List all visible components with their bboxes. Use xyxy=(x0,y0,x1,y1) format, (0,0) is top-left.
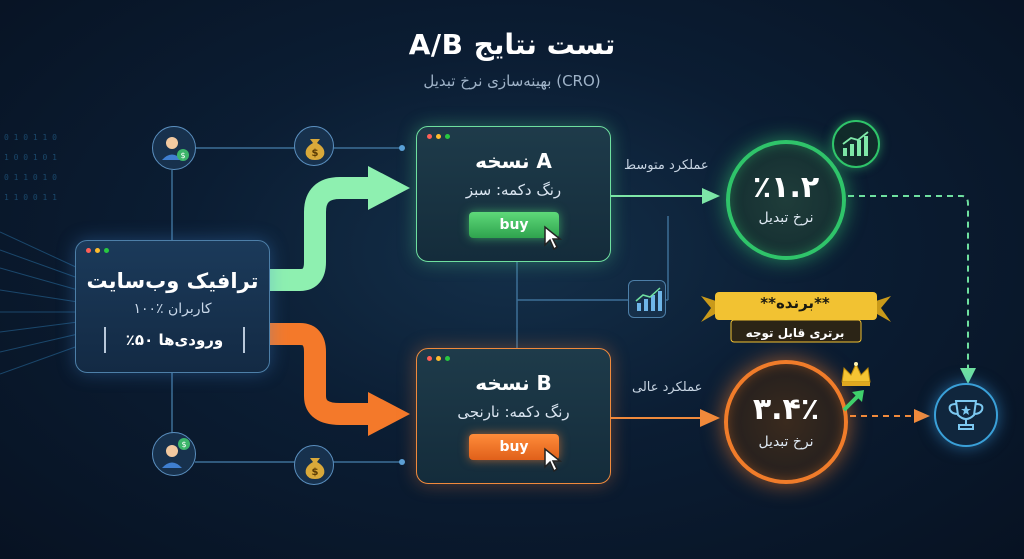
variant-b-rate-circle: ۳.۴٪ نرخ تبدیل xyxy=(724,360,848,484)
window-dots xyxy=(427,356,450,361)
cursor-icon xyxy=(544,447,563,473)
variant-a-title: نسخه A xyxy=(475,149,552,173)
traffic-title: ترافیک وب‌سایت xyxy=(86,269,259,293)
winner-banner xyxy=(701,292,891,343)
crown-icon xyxy=(841,362,871,386)
variant-b-rate-label: نرخ تبدیل xyxy=(758,434,814,450)
variant-a-subtitle: رنگ دکمه: سبز xyxy=(465,181,562,199)
svg-text:1 0 0 1 0 1: 1 0 0 1 0 1 xyxy=(4,153,57,162)
variant-a-rate: ٪۱.۲ xyxy=(752,170,820,205)
svg-text:1 1 0 0 1 1: 1 1 0 0 1 1 xyxy=(4,193,57,202)
trophy-icon xyxy=(934,383,998,447)
traffic-users: ۱۰۰٪ کاربران xyxy=(133,301,212,317)
buy-button-a[interactable]: buy xyxy=(469,212,559,238)
variant-a-rate-circle: ٪۱.۲ نرخ تبدیل xyxy=(726,140,846,260)
bar-chart-icon xyxy=(832,120,880,168)
variant-b-subtitle: رنگ دکمه: نارنجی xyxy=(457,403,570,421)
svg-text:$: $ xyxy=(180,151,185,160)
svg-text:$: $ xyxy=(312,148,319,159)
svg-text:0 1 0 1 1 0: 0 1 0 1 1 0 xyxy=(4,133,57,142)
variant-a-card: نسخه A رنگ دکمه: سبز buy xyxy=(416,126,611,262)
buy-button-b[interactable]: buy xyxy=(469,434,559,460)
svg-text:$: $ xyxy=(181,440,186,449)
growth-arrow-icon xyxy=(842,390,864,412)
bar-chart-icon xyxy=(628,280,666,318)
page-subtitle: بهینه‌سازی نرخ تبدیل (CRO) xyxy=(423,72,601,90)
variant-b-performance: عملکرد عالی xyxy=(632,380,703,395)
traffic-card: ترافیک وب‌سایت ۱۰۰٪ کاربران ٪۵۰ ورودی‌ها xyxy=(75,240,270,373)
window-dots xyxy=(86,248,109,253)
svg-text:$: $ xyxy=(312,467,319,478)
user-group-icon: $ xyxy=(152,126,196,170)
user-group-icon: $ xyxy=(152,432,196,476)
variant-b-title: نسخه B xyxy=(475,371,552,395)
traffic-inputs: ٪۵۰ ورودی‌ها xyxy=(104,327,245,353)
money-bag-icon: $ xyxy=(294,445,334,485)
window-dots xyxy=(427,134,450,139)
variant-b-rate: ۳.۴٪ xyxy=(752,392,820,427)
variant-b-card: نسخه B رنگ دکمه: نارنجی buy xyxy=(416,348,611,484)
cursor-icon xyxy=(544,225,563,251)
variant-a-performance: عملکرد متوسط xyxy=(624,158,709,173)
page-title: A/B تست نتایج xyxy=(408,28,616,61)
winner-title: **برنده** xyxy=(760,294,830,312)
variant-a-rate-label: نرخ تبدیل xyxy=(758,210,814,226)
svg-text:0 1 1 0 1 0: 0 1 1 0 1 0 xyxy=(4,173,57,182)
money-bag-icon: $ xyxy=(294,126,334,166)
winner-subtitle: برتری قابل توجه xyxy=(745,326,845,340)
